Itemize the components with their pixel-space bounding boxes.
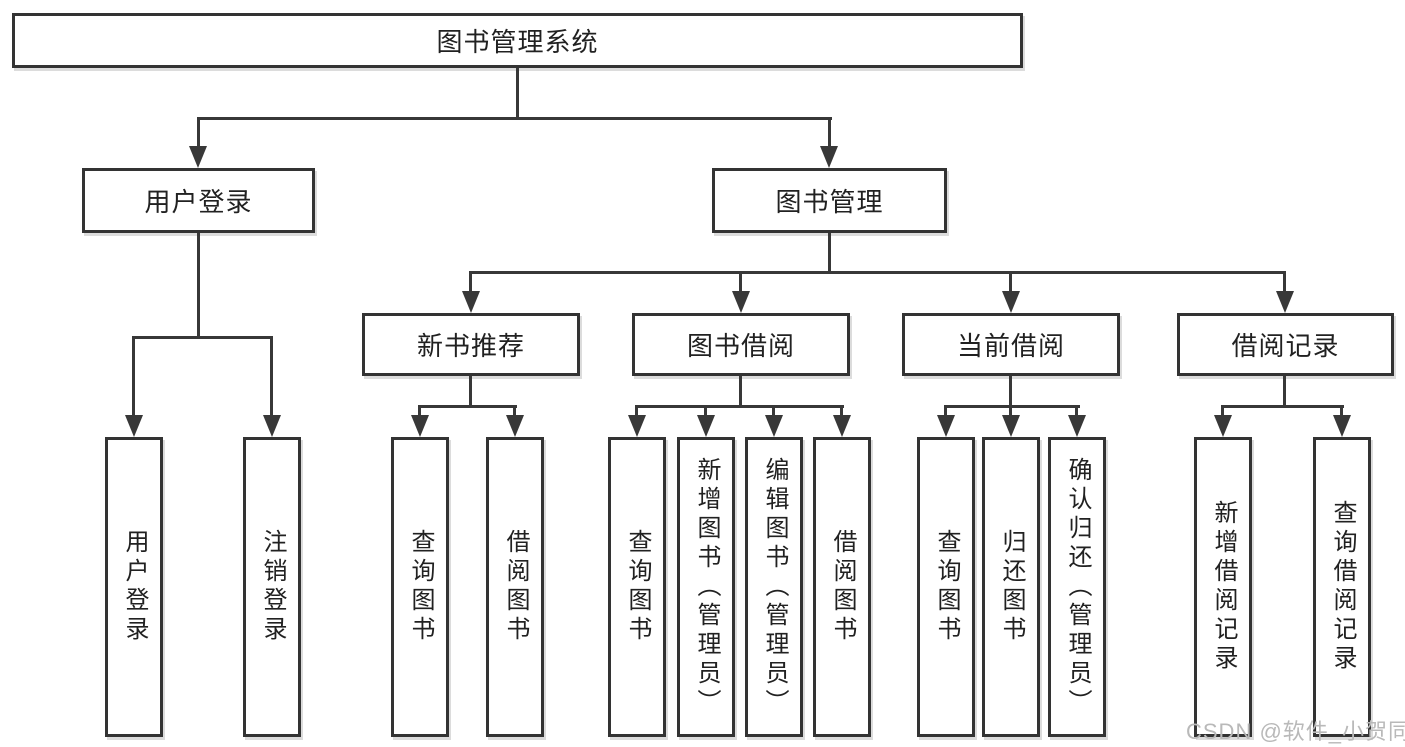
arrow-down bbox=[125, 415, 143, 437]
connector-line bbox=[739, 376, 742, 406]
connector-line bbox=[828, 117, 831, 150]
connector-line bbox=[469, 271, 472, 295]
connector-line bbox=[1221, 405, 1224, 419]
connector-line bbox=[704, 405, 707, 419]
arrow-down bbox=[820, 146, 838, 168]
connector-line bbox=[1009, 271, 1012, 295]
csdn-watermark: CSDN @软件_小贺同学 bbox=[1186, 719, 1405, 744]
node-root-library-system: 图书管理系统 bbox=[12, 13, 1023, 68]
node-borrowing-records: 借阅记录 bbox=[1177, 313, 1394, 376]
connector-line bbox=[739, 271, 742, 295]
leaf-edit-books-admin: 编辑图书（管理员） bbox=[745, 437, 803, 737]
connector-line bbox=[1009, 405, 1012, 419]
connector-line bbox=[944, 405, 1080, 408]
arrow-down bbox=[189, 146, 207, 168]
arrow-down bbox=[1068, 415, 1086, 437]
connector-line bbox=[513, 405, 516, 419]
leaf-return-books: 归还图书 bbox=[982, 437, 1040, 737]
connector-line bbox=[197, 233, 200, 337]
node-new-book-recommendation: 新书推荐 bbox=[362, 313, 580, 376]
connector-line bbox=[635, 405, 638, 419]
arrow-down bbox=[937, 415, 955, 437]
arrow-down bbox=[628, 415, 646, 437]
leaf-confirm-return-admin: 确认归还（管理员） bbox=[1048, 437, 1106, 737]
connector-line bbox=[772, 405, 775, 419]
arrow-down bbox=[411, 415, 429, 437]
connector-line bbox=[132, 336, 135, 418]
arrow-down bbox=[462, 291, 480, 313]
connector-line bbox=[1283, 271, 1286, 295]
connector-line bbox=[1075, 405, 1078, 419]
connector-line bbox=[1221, 405, 1344, 408]
leaf-search-books-recommend: 查询图书 bbox=[391, 437, 449, 737]
arrow-down bbox=[506, 415, 524, 437]
connector-line bbox=[1340, 405, 1343, 419]
connector-line bbox=[197, 117, 832, 120]
arrow-down bbox=[833, 415, 851, 437]
arrow-down bbox=[732, 291, 750, 313]
leaf-search-borrow-record: 查询借阅记录 bbox=[1313, 437, 1371, 737]
connector-line bbox=[516, 68, 519, 118]
arrow-down bbox=[1333, 415, 1351, 437]
leaf-logout: 注销登录 bbox=[243, 437, 301, 737]
connector-line bbox=[1009, 376, 1012, 406]
connector-line bbox=[828, 233, 831, 272]
node-book-borrowing: 图书借阅 bbox=[632, 313, 850, 376]
arrow-down bbox=[697, 415, 715, 437]
leaf-search-books-borrowing: 查询图书 bbox=[608, 437, 666, 737]
connector-line bbox=[840, 405, 843, 419]
connector-line bbox=[469, 376, 472, 406]
node-current-borrowing: 当前借阅 bbox=[902, 313, 1120, 376]
leaf-add-borrow-record: 新增借阅记录 bbox=[1194, 437, 1252, 737]
arrow-down bbox=[1002, 415, 1020, 437]
leaf-add-books-admin: 新增图书（管理员） bbox=[677, 437, 735, 737]
arrow-down bbox=[765, 415, 783, 437]
node-user-login: 用户登录 bbox=[82, 168, 315, 233]
arrow-down bbox=[1214, 415, 1232, 437]
connector-line bbox=[132, 336, 273, 339]
connector-line bbox=[270, 336, 273, 418]
leaf-user-login: 用户登录 bbox=[105, 437, 163, 737]
node-book-management: 图书管理 bbox=[712, 168, 947, 233]
connector-line bbox=[469, 271, 1286, 274]
connector-line bbox=[418, 405, 421, 419]
connector-line bbox=[197, 117, 200, 150]
connector-line bbox=[1283, 376, 1286, 406]
arrow-down bbox=[1002, 291, 1020, 313]
connector-line bbox=[635, 405, 844, 408]
leaf-borrow-books: 借阅图书 bbox=[813, 437, 871, 737]
connector-line bbox=[418, 405, 517, 408]
arrow-down bbox=[263, 415, 281, 437]
arrow-down bbox=[1276, 291, 1294, 313]
leaf-borrow-books-recommend: 借阅图书 bbox=[486, 437, 544, 737]
connector-line bbox=[944, 405, 947, 419]
leaf-search-books-current: 查询图书 bbox=[917, 437, 975, 737]
